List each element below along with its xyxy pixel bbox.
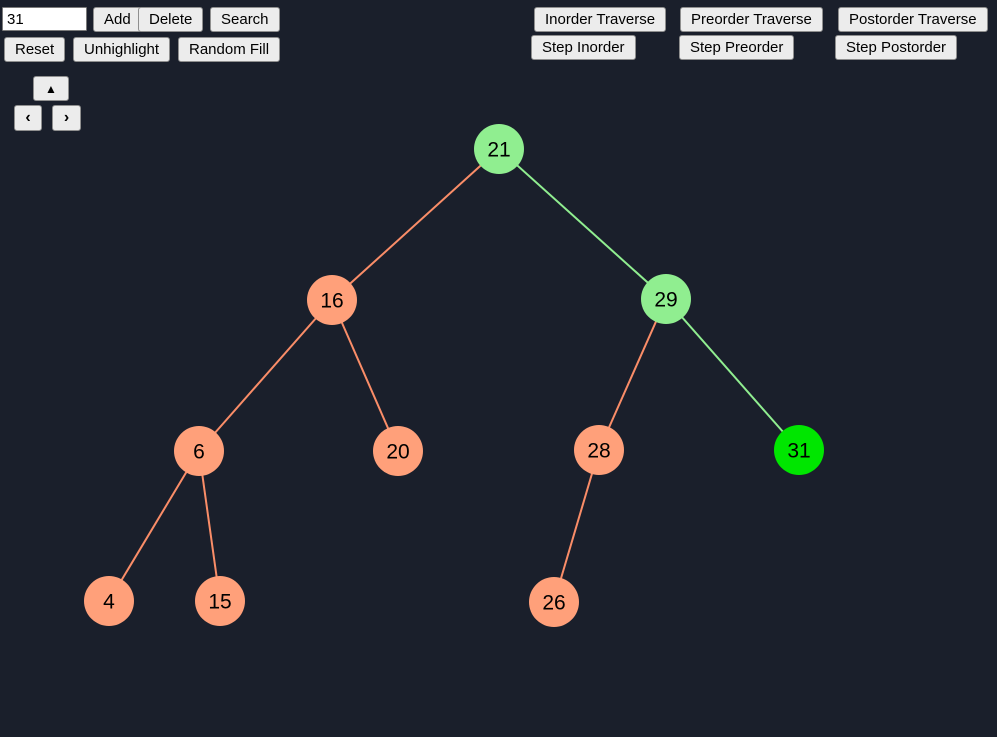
tree-edge [498, 148, 667, 300]
pan-left-button[interactable]: ‹ [14, 105, 42, 131]
tree-edge [553, 449, 600, 603]
tree-edge [198, 299, 333, 452]
tree-edge [331, 299, 399, 452]
delete-button[interactable]: Delete [138, 7, 204, 32]
tree-node [84, 576, 134, 626]
tree-edge [331, 148, 500, 301]
tree-node [174, 426, 224, 476]
step-postorder-button[interactable]: Step Postorder [835, 35, 958, 60]
tree-node-label: 28 [587, 440, 610, 463]
search-button[interactable]: Search [210, 7, 280, 32]
inorder-traverse-button[interactable]: Inorder Traverse [534, 7, 667, 32]
add-button[interactable]: Add [93, 7, 142, 32]
tree-node-label: 29 [654, 289, 677, 312]
random-fill-button[interactable]: Random Fill [178, 37, 281, 62]
tree-node [195, 576, 245, 626]
pan-up-button[interactable]: ▲ [33, 76, 69, 101]
pan-right-button[interactable]: › [52, 105, 81, 131]
preorder-traverse-button[interactable]: Preorder Traverse [680, 7, 823, 32]
tree-node-label: 6 [193, 441, 205, 464]
tree-node-label: 15 [208, 591, 231, 614]
tree-edge [665, 298, 800, 451]
step-inorder-button[interactable]: Step Inorder [531, 35, 636, 60]
step-preorder-button[interactable]: Step Preorder [679, 35, 795, 60]
postorder-traverse-button[interactable]: Postorder Traverse [838, 7, 988, 32]
tree-node-label: 26 [542, 592, 565, 615]
tree-node [529, 577, 579, 627]
tree-node-label: 4 [103, 591, 115, 614]
tree-node [307, 275, 357, 325]
tree-edge [108, 450, 200, 602]
tree-node [641, 274, 691, 324]
tree-node-label: 31 [787, 440, 810, 463]
reset-button[interactable]: Reset [4, 37, 66, 62]
tree-node [574, 425, 624, 475]
value-input[interactable] [2, 7, 87, 31]
tree-node-label: 20 [386, 441, 409, 464]
tree-node-label: 16 [320, 290, 343, 313]
tree-edge [198, 450, 221, 602]
tree-node-label: 21 [487, 139, 510, 162]
tree-node [774, 425, 824, 475]
unhighlight-button[interactable]: Unhighlight [73, 37, 171, 62]
tree-edge [598, 298, 667, 451]
tree-node [474, 124, 524, 174]
tree-node [373, 426, 423, 476]
